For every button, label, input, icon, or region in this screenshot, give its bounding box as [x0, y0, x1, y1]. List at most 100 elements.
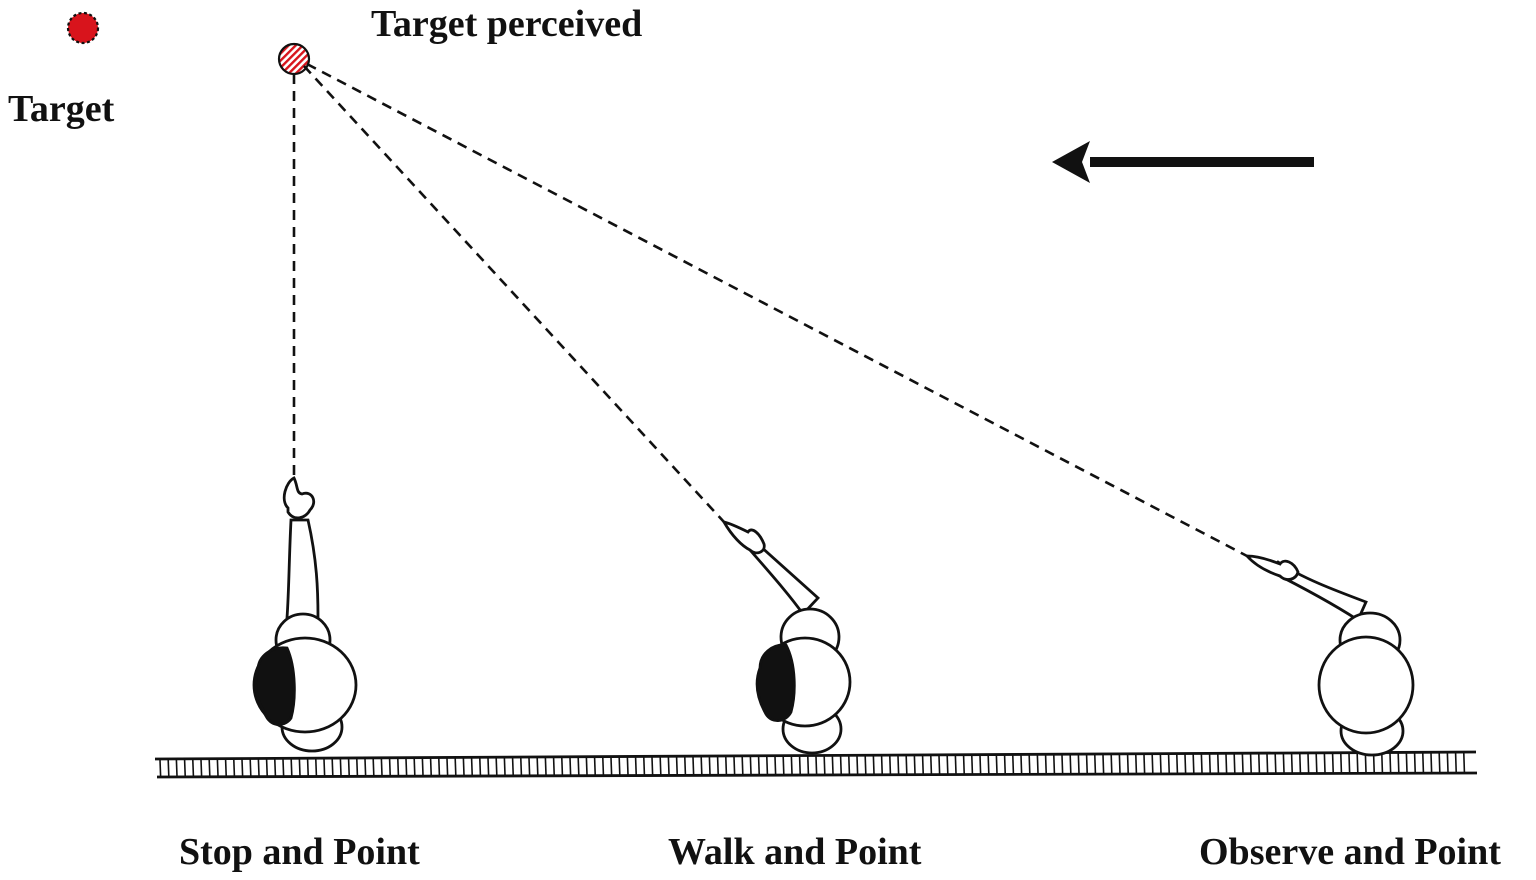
track-tie: [864, 756, 867, 774]
track-tie: [216, 759, 219, 776]
track-tie: [823, 756, 826, 775]
track-tie: [1151, 754, 1154, 774]
track-tie: [1274, 754, 1277, 773]
track-tie: [470, 758, 473, 776]
track-tie: [192, 759, 195, 776]
track-tie: [1102, 754, 1105, 774]
track-tie: [405, 758, 408, 776]
track-tie: [962, 755, 965, 774]
track-tie: [339, 758, 342, 776]
track-tie: [306, 759, 309, 776]
floor-track: [154, 750, 1478, 779]
track-tie: [987, 755, 990, 774]
track-tie: [1028, 755, 1031, 774]
person-walk-and-point: [721, 519, 852, 755]
track-tie: [725, 756, 728, 775]
condition-label-walk: Walk and Point: [668, 831, 922, 873]
track-tie: [1200, 754, 1203, 773]
track-tie: [315, 759, 318, 776]
headphone: [254, 646, 296, 726]
track-tie: [954, 755, 957, 774]
track-tie: [1282, 753, 1285, 773]
hand: [1243, 554, 1300, 581]
track-tie: [159, 759, 162, 777]
track-tie: [897, 756, 900, 774]
track-tie: [183, 759, 186, 776]
track-tie: [413, 758, 416, 776]
track-tie: [848, 756, 851, 774]
perceived-target-marker: [277, 42, 311, 76]
track-tie: [274, 759, 277, 776]
target-label: Target: [8, 88, 115, 130]
track-tie: [659, 757, 662, 775]
track-tie: [1463, 753, 1466, 773]
track-tie: [1143, 754, 1146, 774]
track-tie: [1430, 753, 1433, 773]
track-tie: [667, 757, 670, 775]
track-tie: [872, 756, 875, 774]
track-tie: [1110, 754, 1113, 774]
track-tie: [1364, 753, 1367, 773]
track-tie: [651, 757, 654, 775]
track-tie: [1307, 753, 1310, 773]
headphone: [755, 643, 796, 722]
track-tie: [224, 759, 227, 776]
track-tie: [528, 757, 531, 775]
track-tie: [233, 759, 236, 776]
person-observe-and-point: [1243, 554, 1415, 757]
track-tie: [1249, 754, 1252, 773]
track-tie: [700, 757, 703, 775]
person-stop-and-point: [252, 476, 358, 753]
track-tie: [1331, 753, 1334, 773]
track-tie: [1003, 755, 1006, 774]
track-tie: [1266, 754, 1269, 773]
track-tie: [511, 758, 514, 775]
track-tie: [1126, 754, 1129, 774]
track-tie: [1077, 755, 1080, 774]
track-tie: [503, 758, 506, 775]
track-tie: [626, 757, 629, 775]
track-tie: [1299, 753, 1302, 773]
track-tie: [1233, 754, 1236, 773]
target-perceived-label: Target perceived: [371, 3, 642, 45]
track-tie: [733, 756, 736, 775]
track-tie: [1323, 753, 1326, 773]
track-tie: [495, 758, 498, 776]
track-tie: [643, 757, 646, 775]
track-tie: [889, 756, 892, 774]
track-tie: [1094, 754, 1097, 774]
track-tie: [1397, 753, 1400, 773]
track-tie: [880, 756, 883, 774]
hand: [721, 519, 766, 555]
track-tie: [552, 757, 555, 775]
track-tie: [1340, 753, 1343, 773]
track-tie: [454, 758, 457, 776]
track-tie: [1085, 755, 1088, 774]
track-tie: [331, 759, 334, 776]
track-tie: [1167, 754, 1170, 773]
track-tie: [831, 756, 834, 774]
track-tie: [585, 757, 588, 775]
track-tie: [200, 759, 203, 776]
track-tie: [397, 758, 400, 776]
track-tie: [921, 755, 924, 774]
track-tie: [938, 755, 941, 774]
pointing-line-observe: [306, 62, 1248, 558]
track-tie: [684, 757, 687, 775]
track-tie: [257, 759, 260, 776]
track-tie: [1118, 754, 1121, 774]
track-tie: [749, 756, 752, 775]
track-tie: [971, 755, 974, 774]
target-marker: [66, 11, 100, 45]
track-tie: [364, 758, 367, 776]
track-tie: [930, 755, 933, 774]
track-tie: [1241, 754, 1244, 773]
track-tie: [692, 757, 695, 775]
condition-label-observe: Observe and Point: [1199, 831, 1501, 873]
track-tie: [1290, 753, 1293, 773]
track-tie: [520, 758, 523, 775]
track-tie: [1454, 753, 1457, 773]
track-tie: [905, 755, 908, 774]
track-tie: [175, 759, 178, 776]
track-tie: [487, 758, 490, 776]
